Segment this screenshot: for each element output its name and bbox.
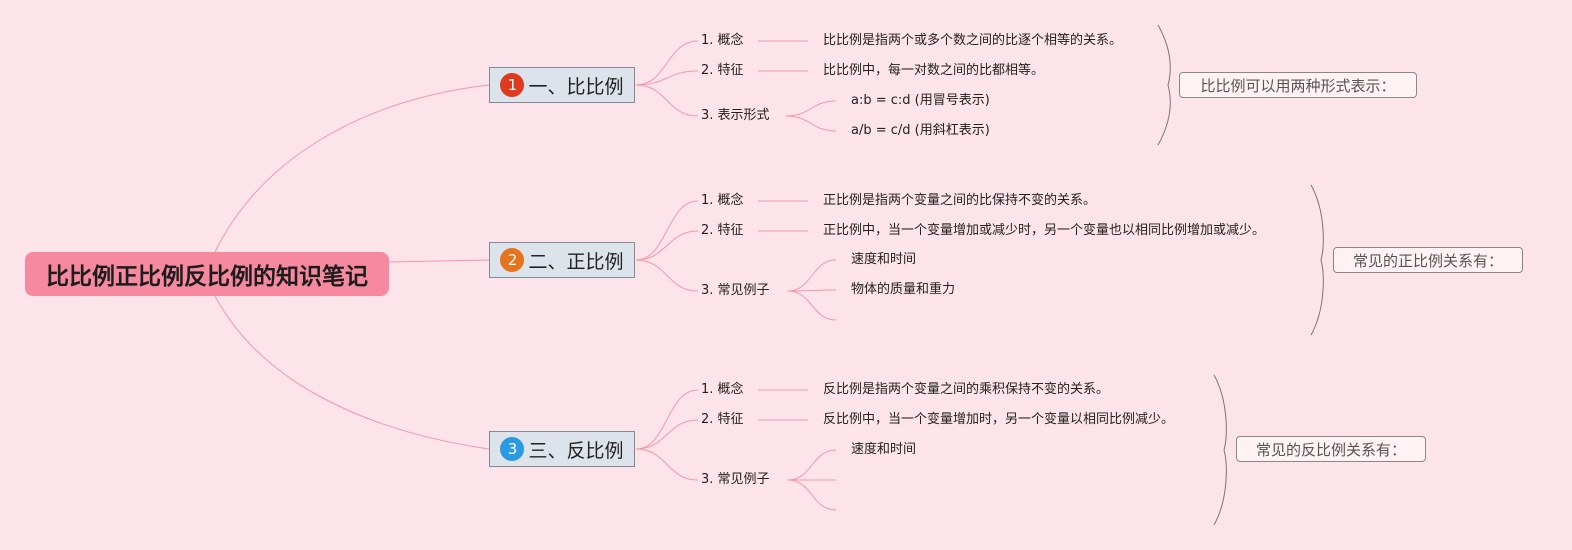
leaf-link-line <box>787 259 837 292</box>
number-badge: 1 <box>500 73 525 97</box>
root-topic[interactable]: 比比例正比例反比例的知识笔记 <box>25 252 389 296</box>
branch-link-line <box>635 259 699 292</box>
number-badge: 3 <box>500 437 525 461</box>
subtopic-feature[interactable]: 2. 特征 <box>701 63 744 78</box>
leaf-link-line <box>787 449 837 481</box>
root-link-line <box>214 84 490 253</box>
leaf-link-line <box>785 115 837 132</box>
concept-text[interactable]: 反比例是指两个变量之间的乘积保持不变的关系。 <box>823 382 1110 397</box>
concept-text[interactable]: 正比例是指两个变量之间的比保持不变的关系。 <box>823 193 1097 208</box>
root-link-line <box>387 259 490 263</box>
branch-topic-ratio[interactable]: 1 一、比比例 <box>489 67 635 103</box>
leaf-link-line <box>787 290 837 321</box>
subtopic-concept[interactable]: 1. 概念 <box>701 193 744 208</box>
example-speed-time[interactable]: 速度和时间 <box>851 252 917 267</box>
subtopic-examples[interactable]: 3. 常见例子 <box>701 472 770 487</box>
summary-ratio[interactable]: 比比例可以用两种形式表示： <box>1179 72 1417 98</box>
branch-label: 三、反比例 <box>528 439 624 462</box>
example-mass-gravity[interactable]: 物体的质量和重力 <box>851 282 956 297</box>
summary-text: 常见的反比例关系有： <box>1255 440 1406 459</box>
form-colon[interactable]: a:b = c:d (用冒号表示) <box>851 93 990 108</box>
branch-label: 一、比比例 <box>528 75 624 98</box>
subtopic-feature[interactable]: 2. 特征 <box>701 412 744 427</box>
summary-bracket <box>1157 24 1171 146</box>
root-link-line <box>214 295 490 450</box>
branch-link-line <box>635 84 699 117</box>
feature-text[interactable]: 反比例中，当一个变量增加时，另一个变量以相同比例减少。 <box>823 412 1175 427</box>
subtopic-concept[interactable]: 1. 概念 <box>701 33 744 48</box>
form-slash[interactable]: a/b = c/d (用斜杠表示) <box>851 123 990 138</box>
leaf-link-line <box>785 100 837 117</box>
summary-text: 常见的正比例关系有： <box>1352 251 1503 270</box>
example-speed-time[interactable]: 速度和时间 <box>851 442 917 457</box>
summary-inverse-proportion[interactable]: 常见的反比例关系有： <box>1236 436 1426 462</box>
branch-topic-direct-proportion[interactable]: 2 二、正比例 <box>489 242 635 278</box>
subtopic-examples[interactable]: 3. 常见例子 <box>701 283 770 298</box>
subtopic-forms[interactable]: 3. 表示形式 <box>701 108 770 123</box>
leaf-link-line <box>787 289 837 292</box>
summary-text: 比比例可以用两种形式表示： <box>1200 76 1396 95</box>
summary-bracket <box>1213 374 1227 526</box>
number-badge: 2 <box>500 248 525 272</box>
summary-bracket <box>1310 184 1324 336</box>
branch-link-line <box>635 448 699 481</box>
leaf-link-line <box>787 479 837 511</box>
feature-text[interactable]: 正比例中，当一个变量增加或减少时，另一个变量也以相同比例增加或减少。 <box>823 223 1266 238</box>
branch-link-line <box>635 200 699 261</box>
feature-text[interactable]: 比比例中，每一对数之间的比都相等。 <box>823 63 1045 78</box>
branch-link-line <box>635 40 699 86</box>
branch-label: 二、正比例 <box>528 250 624 273</box>
summary-direct-proportion[interactable]: 常见的正比例关系有： <box>1333 247 1523 273</box>
subtopic-concept[interactable]: 1. 概念 <box>701 382 744 397</box>
branch-link-line <box>635 419 699 450</box>
branch-link-line <box>635 389 699 450</box>
subtopic-feature[interactable]: 2. 特征 <box>701 223 744 238</box>
branch-link-line <box>635 230 699 261</box>
branch-link-line <box>635 70 699 86</box>
branch-topic-inverse-proportion[interactable]: 3 三、反比例 <box>489 431 635 467</box>
root-title: 比比例正比例反比例的知识笔记 <box>46 264 368 290</box>
concept-text[interactable]: 比比例是指两个或多个数之间的比逐个相等的关系。 <box>823 33 1123 48</box>
